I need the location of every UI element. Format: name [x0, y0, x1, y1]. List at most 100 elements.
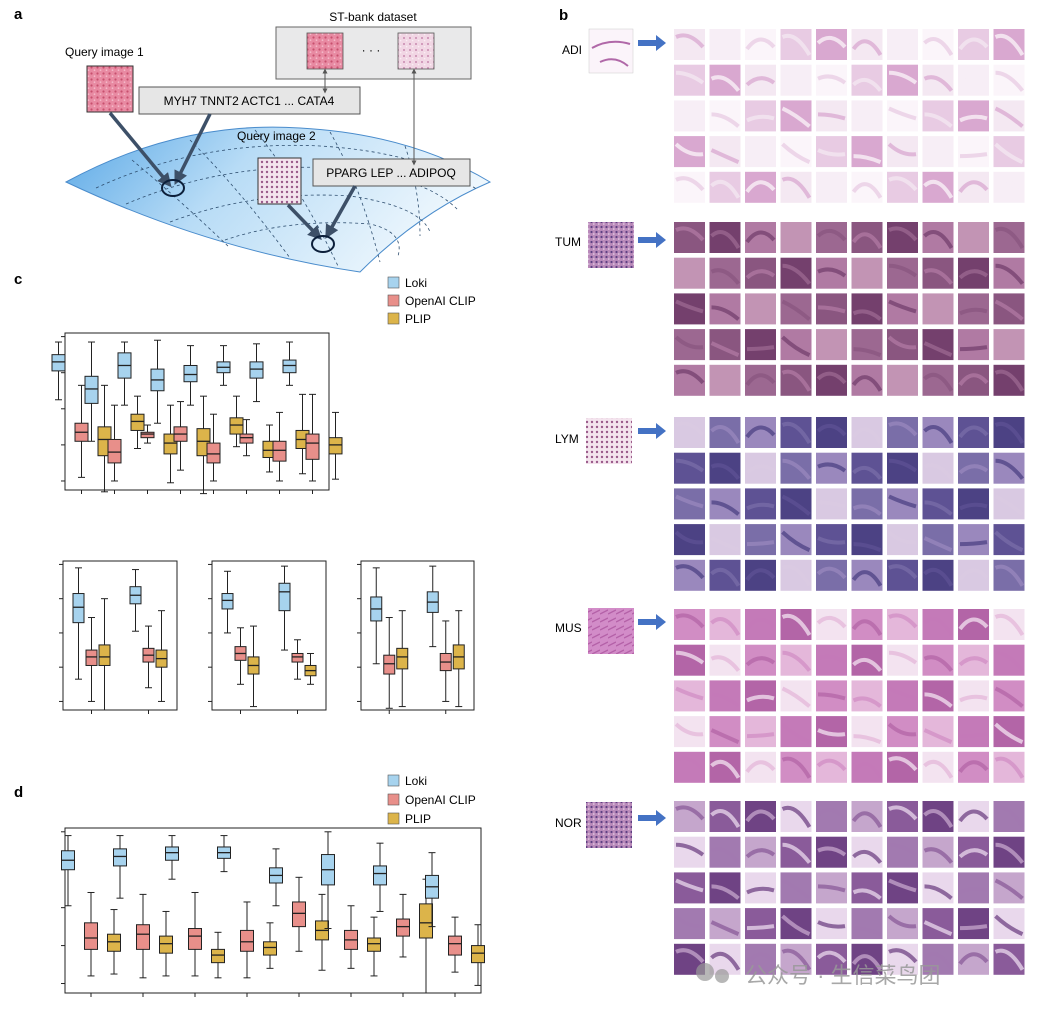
st-bank-image-1: [306, 32, 344, 70]
tile-tum: [993, 222, 1025, 253]
tile-texture-adi: [710, 179, 741, 199]
tile-texture-adi: [994, 106, 1024, 128]
tile-texture-nor: [817, 884, 846, 893]
tile-texture-tum: [675, 226, 705, 242]
tile-texture-tum: [888, 369, 918, 385]
tile-texture-mus: [851, 762, 883, 779]
tile-texture-nor: [745, 809, 776, 823]
tile-tum: [993, 257, 1025, 289]
panel-b: b ADI TUM LYM MUS NOR 公众号 · 生信菜鸟团: [555, 7, 1025, 988]
plot-frame: [360, 560, 475, 711]
tile-texture-nor: [994, 914, 1024, 936]
tile-texture-nor: [710, 920, 740, 936]
tile-texture-nor: [746, 886, 775, 895]
tile-mus: [993, 644, 1025, 676]
legend-d: Loki OpenAI CLIP PLIP: [387, 774, 476, 826]
tile-texture-mus: [675, 650, 705, 665]
tile-texture-tum: [816, 371, 847, 385]
chart-crc7k: [51, 332, 343, 495]
tile-texture-adi: [853, 154, 882, 164]
loki-box-str: [249, 361, 264, 379]
arrow-nor-icon: [638, 810, 666, 826]
tile-texture-lym: [851, 570, 883, 587]
watermark-text: 公众号 · 生信菜鸟团: [745, 963, 941, 988]
tile-texture-lym: [674, 530, 704, 545]
tile-texture-mus: [923, 655, 954, 672]
tile-texture-tum: [675, 369, 705, 385]
tile-texture-nor: [923, 920, 953, 936]
tile-texture-tum: [994, 226, 1025, 250]
tile-texture-lym: [958, 568, 989, 582]
tile-lym: [709, 417, 741, 448]
tile-texture-nor: [994, 878, 1024, 900]
legend-label-plip: PLIP: [405, 312, 431, 326]
tile-texture-tum: [923, 372, 954, 392]
tile-texture-nor: [745, 952, 776, 966]
tile-texture-mus: [745, 760, 776, 774]
tile-texture-mus: [711, 692, 740, 708]
openai-clip-box-ad1: [292, 901, 306, 928]
legend-swatch-openai-clip: [387, 294, 400, 307]
tile-texture-adi: [675, 106, 704, 121]
tile-texture-nor: [816, 807, 847, 821]
tile-texture-nor: [781, 914, 811, 936]
tile-texture-adi: [746, 152, 775, 159]
tile-adi: [745, 136, 776, 168]
tile-texture-tum: [817, 267, 847, 278]
tile-texture-lym: [852, 465, 883, 480]
tile-tum: [780, 257, 812, 289]
tile-texture-adi: [958, 37, 989, 51]
openai-clip-box-normal: [383, 654, 396, 675]
tile-texture-adi: [852, 77, 883, 92]
tile-texture-adi: [675, 70, 705, 85]
tile-texture-mus: [995, 650, 1025, 672]
tile-adi: [993, 29, 1025, 60]
openai-clip-box-normal: [85, 649, 98, 666]
tile-texture-mus: [817, 728, 846, 737]
query1-embedding-point: [161, 179, 185, 197]
openai-clip-box-hf2: [136, 924, 150, 950]
tile-texture-lym: [781, 494, 811, 516]
legend-swatch-loki: [387, 276, 400, 289]
tile-texture-mus: [674, 722, 704, 737]
tile-texture-tum: [817, 341, 846, 350]
tile-texture-tum: [745, 373, 776, 387]
plot-frame: [211, 560, 327, 711]
tile-texture-nor: [888, 878, 917, 893]
tile-texture-nor: [782, 842, 812, 864]
tile-texture-tum: [924, 305, 953, 321]
example-image-adi: [588, 28, 634, 74]
tile-texture-tum: [675, 299, 704, 314]
tile-tum: [993, 364, 1025, 396]
tile-texture-mus: [923, 728, 953, 744]
openai-clip-box-tumor: [291, 652, 304, 663]
tile-texture-tum: [958, 269, 989, 280]
tile-texture-tum: [994, 335, 1024, 357]
plip-box-tum: [328, 437, 343, 455]
tile-texture-mus: [782, 650, 812, 672]
tile-texture-lym: [781, 564, 812, 587]
tile-texture-tum: [781, 335, 811, 357]
openai-clip-box-hf4: [240, 929, 254, 952]
tile-adi: [958, 136, 989, 168]
tile-texture-adi: [817, 112, 846, 121]
tile-texture-adi: [675, 33, 705, 49]
tile-texture-lym: [924, 500, 953, 516]
tile-texture-tum: [994, 369, 1025, 392]
row-arrows: [638, 35, 666, 826]
tile-texture-lym: [923, 536, 953, 552]
tile-nor: [922, 943, 954, 975]
tile-texture-lym: [852, 504, 882, 516]
tile-texture-nor: [959, 886, 988, 895]
row-label-nor: NOR: [555, 816, 582, 830]
row-label-mus: MUS: [555, 621, 582, 635]
tile-texture-adi: [817, 74, 847, 85]
tile-texture-mus: [816, 758, 847, 772]
chart-wsss4luad: [59, 560, 178, 714]
loki-box-mus: [183, 364, 198, 383]
tile-texture-tum: [852, 270, 883, 285]
tile-texture-lym: [888, 421, 918, 437]
tile-texture-nor: [888, 948, 918, 964]
tile-texture-tum: [994, 299, 1024, 321]
tile-texture-adi: [959, 114, 988, 123]
